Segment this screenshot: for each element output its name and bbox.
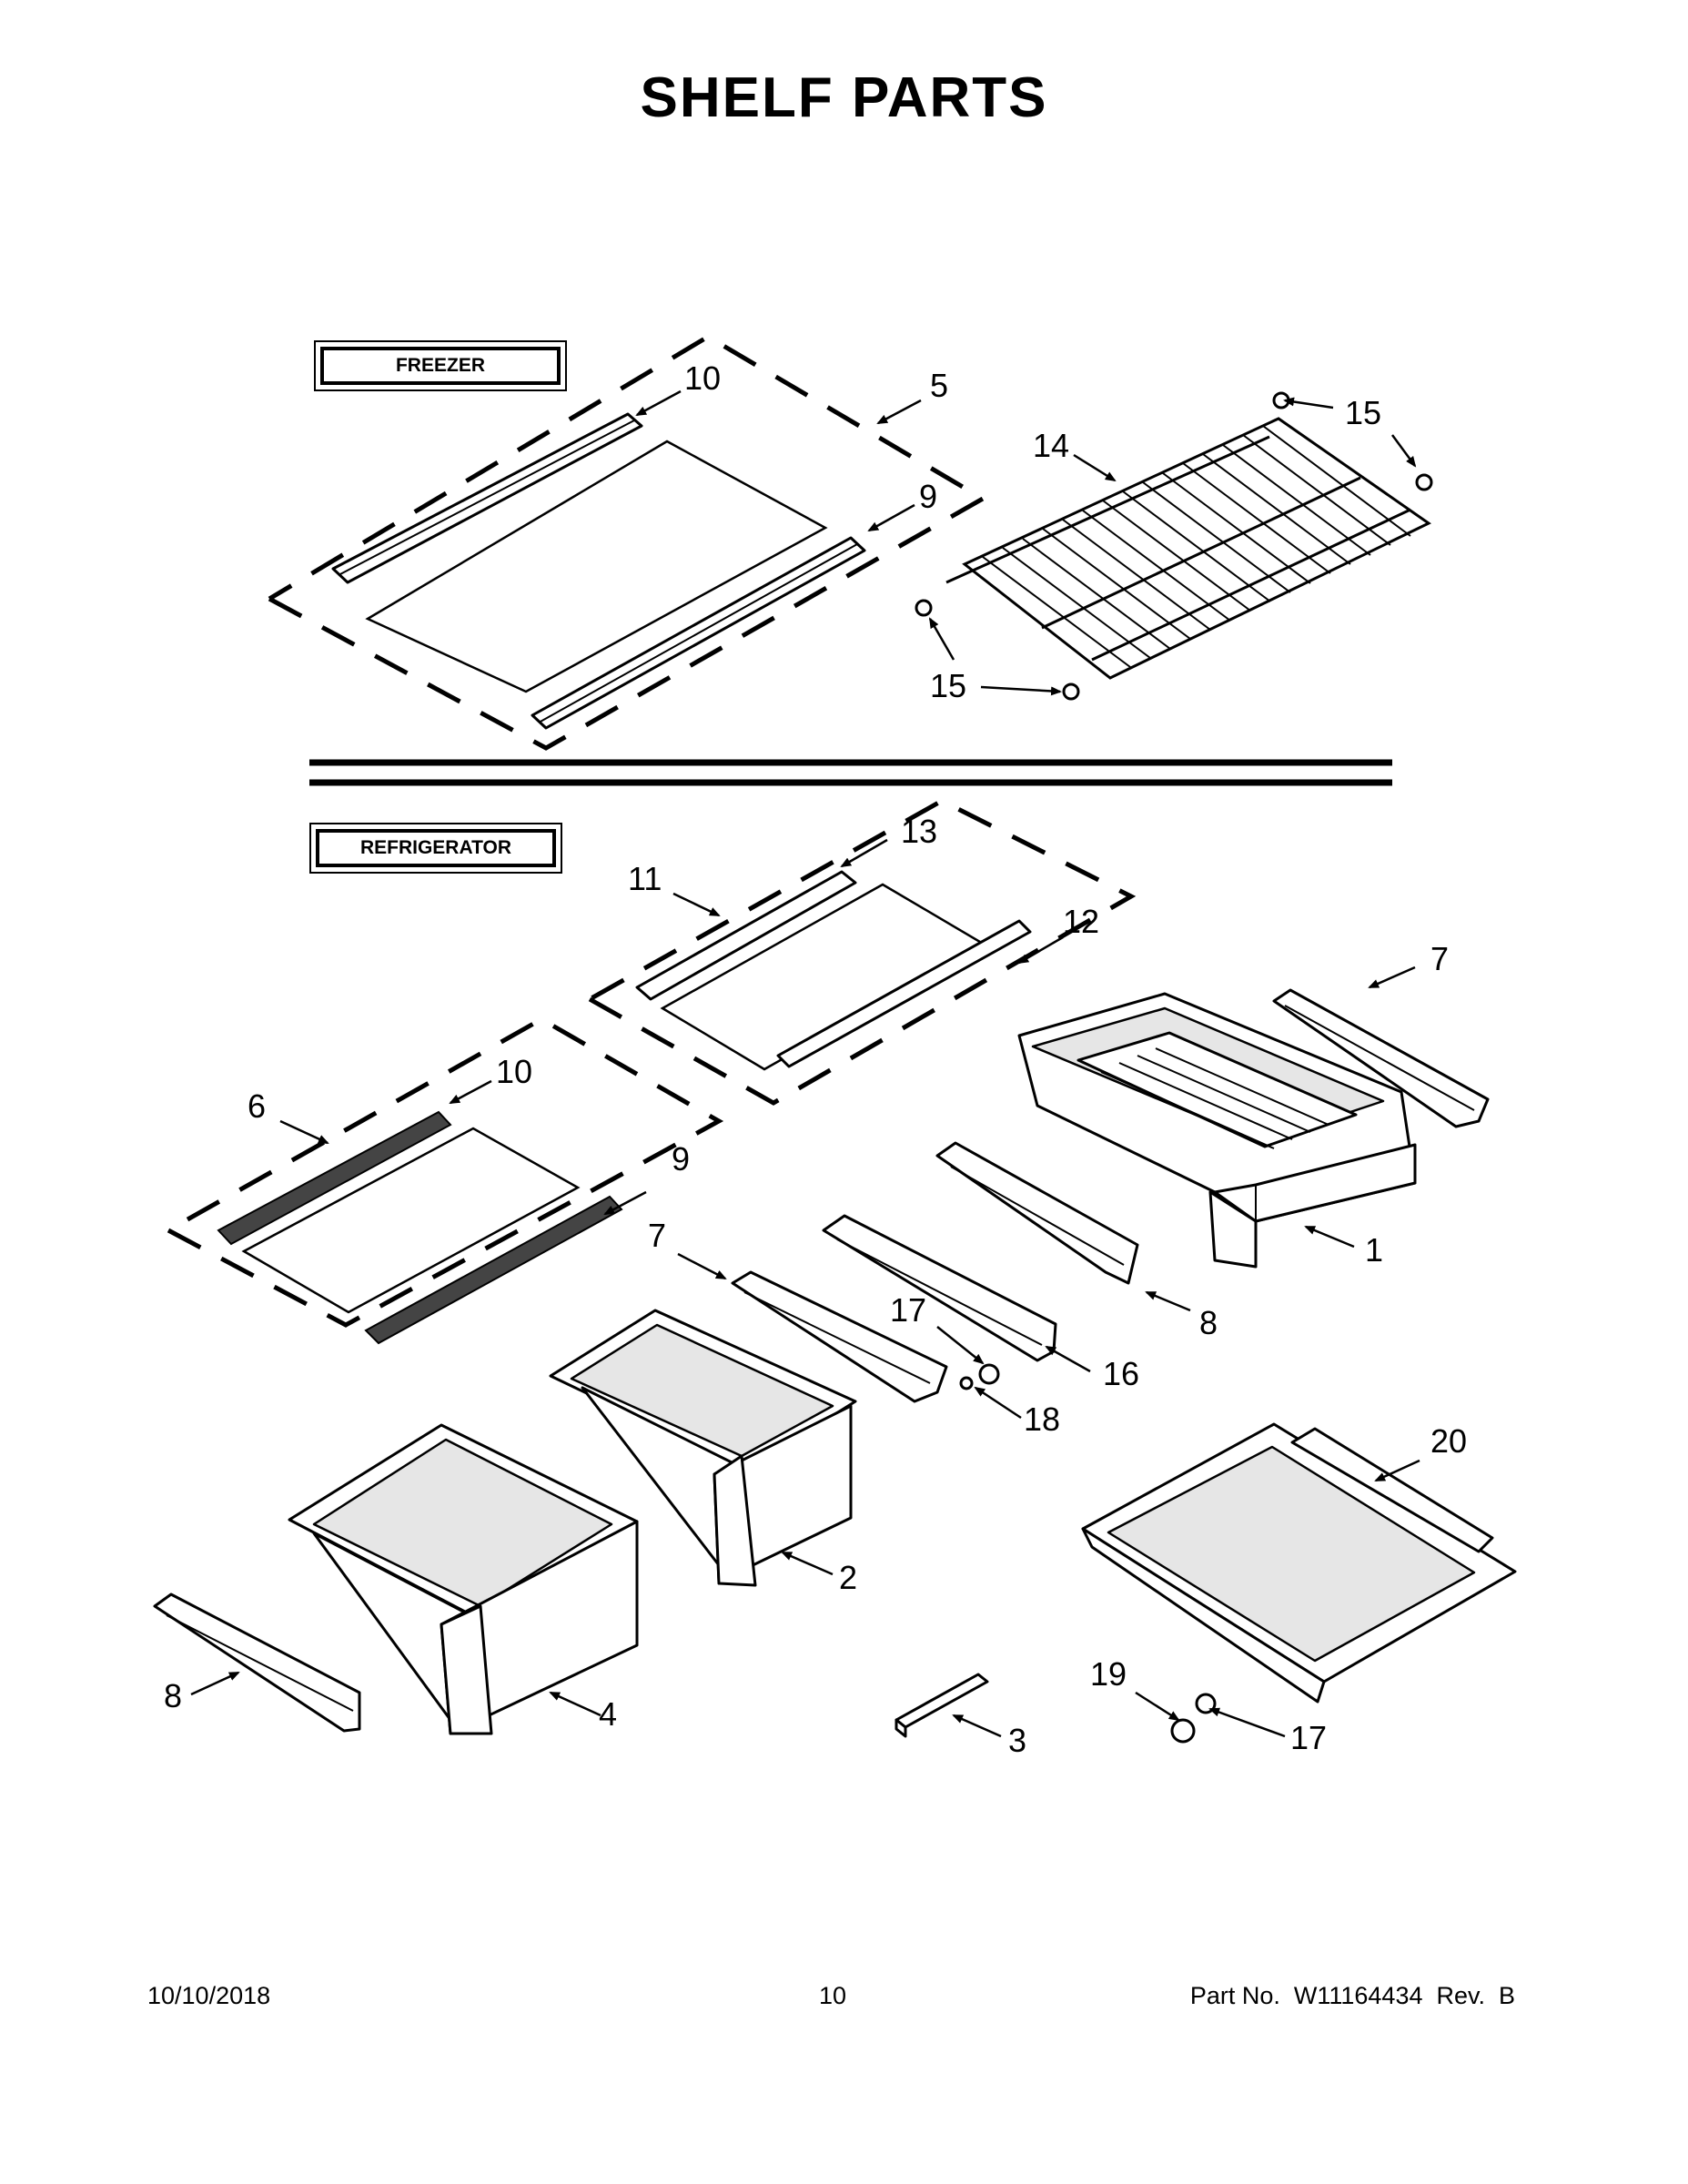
freezer-glass-shelf-panel — [365, 440, 828, 693]
page-title: SHELF PARTS — [640, 66, 1048, 129]
freezer-glass-shelf-assembly-dashed-outline — [268, 334, 987, 751]
upper-glass-shelf-dashed-outline — [588, 798, 1137, 1106]
drawer-slide-center-7 — [731, 1270, 948, 1403]
callout-freezer-rear-trim: 10 — [684, 359, 722, 397]
lower-glass-shelf-panel — [241, 1127, 581, 1314]
upper-shelf-rear-trim — [635, 870, 857, 1001]
callout-screw: 18 — [1024, 1400, 1061, 1438]
callout-center-slide: 7 — [648, 1217, 667, 1254]
callout-wheel-lower: 17 — [1290, 1719, 1328, 1756]
upper-shelf-front-trim — [776, 919, 1032, 1068]
callout-freezer-front-trim: 9 — [919, 478, 938, 515]
deli-drawer-pan — [1081, 1422, 1517, 1704]
freezer-shelf-rear-trim — [331, 412, 643, 584]
crisper-drawer-left — [288, 1423, 639, 1735]
callout-left-support: 8 — [164, 1677, 183, 1714]
callout-pantry-drawer: 1 — [1365, 1231, 1384, 1269]
crisper-drawer-right — [549, 1309, 857, 1587]
callout-wire-shelf: 14 — [1033, 427, 1070, 464]
callout-crisper-right: 2 — [839, 1559, 858, 1596]
lower-shelf-rear-trim — [217, 1110, 452, 1246]
clip-3 — [895, 1673, 989, 1738]
drawer-support-8-left — [153, 1592, 361, 1733]
freezer-section-label: FREEZER — [314, 340, 567, 391]
wire-shelf-end-caps — [915, 391, 1433, 701]
callout-freezer-shelf-assembly: 5 — [930, 367, 949, 404]
footer-part-number: Part No. W11164434 Rev. B — [1189, 1982, 1515, 2009]
refrigerator-section-label: REFRIGERATOR — [309, 823, 562, 874]
callout-lower-shelf-assembly: 6 — [248, 1087, 267, 1125]
callout-clip: 3 — [1008, 1722, 1027, 1759]
drawer-support-8-center — [935, 1141, 1139, 1285]
callout-wheel-19: 19 — [1090, 1655, 1127, 1693]
callout-wheel-upper: 17 — [890, 1291, 927, 1329]
callout-crisper-left: 4 — [599, 1695, 618, 1733]
callout-upper-front-trim: 12 — [1063, 903, 1100, 940]
callout-right-slide: 7 — [1430, 940, 1450, 977]
lower-glass-shelf-dashed-outline — [167, 1016, 724, 1328]
section-divider — [309, 759, 1392, 786]
drawer-slide-16 — [822, 1214, 1057, 1362]
freezer-wire-shelf — [945, 417, 1431, 680]
wheel-17 — [978, 1363, 1000, 1385]
callout-lower-rear-trim: 10 — [496, 1053, 533, 1090]
callout-deli-pan: 20 — [1430, 1422, 1468, 1460]
callout-lower-front-trim: 9 — [672, 1140, 691, 1178]
leader-lines — [190, 389, 1420, 1738]
footer-page-number: 10 — [819, 1982, 847, 2009]
wheel-19 — [1170, 1718, 1196, 1744]
callout-end-cap-left: 15 — [930, 667, 967, 704]
lower-shelf-front-trim — [364, 1195, 623, 1345]
callout-upper-rear-trim: 13 — [901, 813, 938, 850]
callout-center-support: 8 — [1199, 1304, 1218, 1341]
freezer-shelf-front-trim — [531, 536, 866, 730]
callout-slide-16: 16 — [1103, 1355, 1140, 1392]
screw-18 — [959, 1376, 974, 1390]
footer-date: 10/10/2018 — [147, 1982, 271, 2009]
drawer-slide-right-7 — [1272, 988, 1490, 1128]
pantry-drawer — [1017, 992, 1417, 1269]
callout-upper-shelf-assembly: 11 — [628, 860, 662, 897]
callout-end-cap-top-left: 15 — [1345, 394, 1382, 431]
